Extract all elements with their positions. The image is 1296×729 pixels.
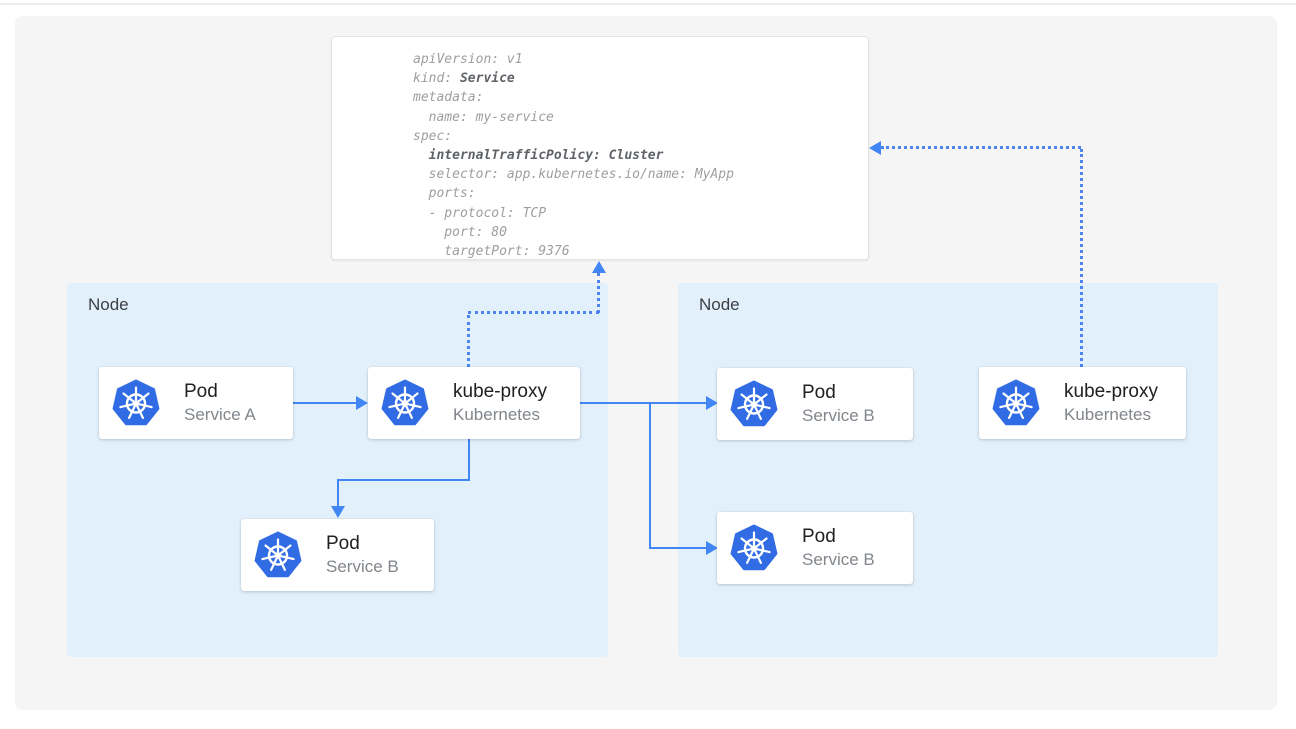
arrowhead-up-icon — [592, 261, 606, 273]
yaml-code-line: port: 80 — [413, 224, 507, 240]
line-segment — [580, 402, 706, 404]
line-segment — [649, 402, 651, 548]
dotted-segment — [468, 311, 599, 314]
kubernetes-logo-icon — [992, 379, 1040, 427]
kubernetes-logo-icon — [112, 379, 160, 427]
card-subtitle: Service B — [802, 406, 875, 425]
yaml-code-line: internalTrafficPolicy: Cluster — [428, 148, 664, 164]
dotted-segment — [467, 315, 470, 367]
service-yaml-panel: apiVersion: v1 kind: Service metadata: nam… — [331, 36, 869, 260]
card-subtitle: Kubernetes — [453, 405, 540, 424]
card-subtitle: Kubernetes — [1064, 405, 1151, 424]
card-title: Pod — [802, 382, 836, 403]
arrowhead-right-icon — [706, 541, 718, 555]
kubernetes-logo-icon — [254, 531, 302, 579]
yaml-code-line: selector: app.kubernetes.io/name: MyApp — [413, 167, 734, 183]
card-title: Pod — [326, 533, 360, 554]
kubernetes-logo-icon — [730, 524, 778, 572]
arrowhead-right-icon — [356, 396, 368, 410]
kubernetes-logo-icon — [381, 379, 429, 427]
yaml-code-line: targetPort: 9376 — [413, 244, 570, 260]
line-segment — [337, 479, 339, 507]
yaml-code-line: metadata: — [413, 90, 484, 106]
dotted-segment — [1080, 149, 1083, 367]
yaml-code-line: kind: Service — [413, 71, 515, 87]
card-subtitle: Service A — [184, 405, 256, 424]
card-subtitle: Service B — [326, 557, 399, 576]
yaml-code-line: spec: — [413, 128, 453, 144]
node-label: Node — [88, 295, 129, 314]
card-title: kube-proxy — [453, 381, 547, 402]
card-subtitle: Service B — [802, 550, 875, 569]
line-segment — [292, 402, 356, 404]
yaml-code-line: apiVersion: v1 — [413, 52, 523, 67]
card-title: kube-proxy — [1064, 381, 1158, 402]
yaml-code-line: - protocol: TCP — [413, 205, 547, 221]
line-segment — [649, 547, 706, 549]
node-box-right: Node — [678, 283, 1218, 657]
yaml-code-line: ports: — [413, 186, 476, 202]
arrowhead-left-icon — [869, 141, 881, 155]
node-box-left: Node — [67, 283, 608, 657]
card-title: Pod — [802, 526, 836, 547]
card-title: Pod — [184, 381, 218, 402]
yaml-code-line: name: my-service — [413, 109, 554, 125]
line-segment — [337, 479, 470, 481]
kubernetes-logo-icon — [730, 380, 778, 428]
arrowhead-right-icon — [706, 396, 718, 410]
node-label: Node — [699, 295, 740, 314]
dotted-segment — [597, 273, 600, 313]
yaml-code: apiVersion: v1 kind: Service metadata: nam… — [413, 50, 868, 261]
arrowhead-down-icon — [331, 506, 345, 518]
line-segment — [468, 439, 470, 481]
dotted-segment — [881, 146, 1081, 149]
top-divider — [0, 3, 1296, 5]
